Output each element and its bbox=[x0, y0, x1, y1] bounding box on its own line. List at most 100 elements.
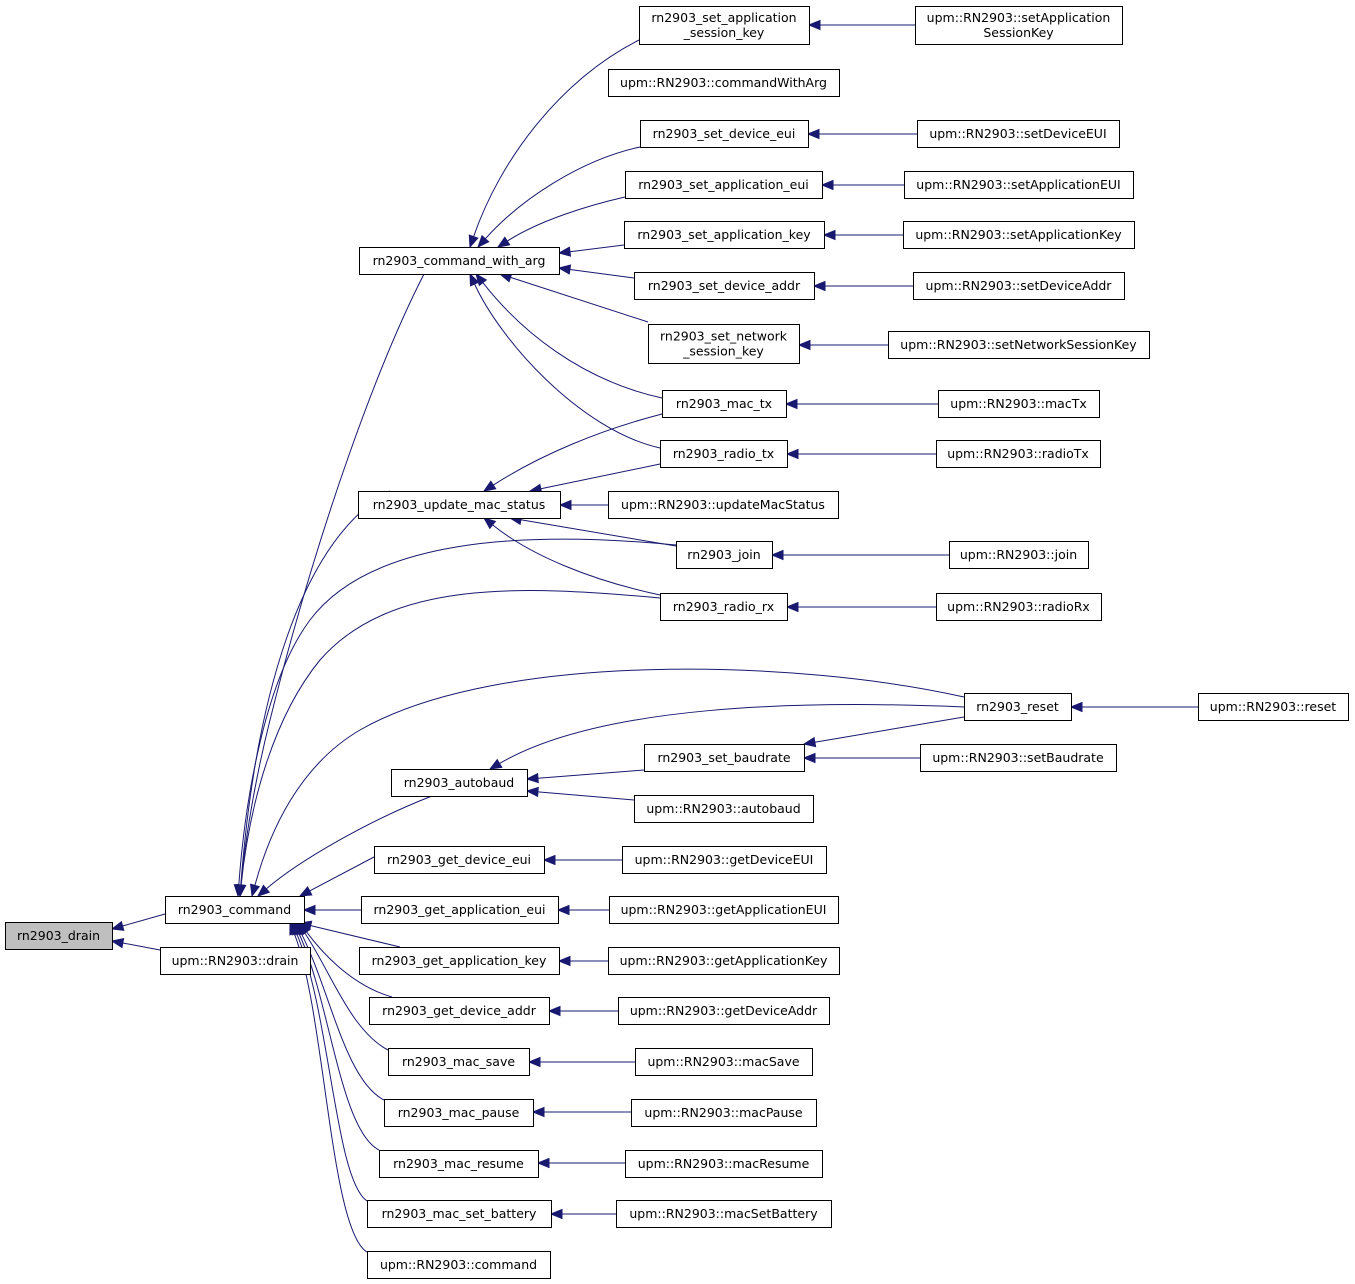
node-upm-set-application-eui[interactable]: upm::RN2903::setApplicationEUI bbox=[904, 171, 1134, 199]
node-label: upm::RN2903::getDeviceEUI bbox=[635, 852, 814, 867]
node-get-device-eui[interactable]: rn2903_get_device_eui bbox=[374, 846, 545, 874]
node-label: upm::RN2903::setBaudrate bbox=[932, 750, 1104, 765]
node-upm-join[interactable]: upm::RN2903::join bbox=[949, 541, 1089, 569]
call-edge-mac-tx-to-update-mac-status bbox=[482, 413, 663, 492]
node-mac-save[interactable]: rn2903_mac_save bbox=[388, 1048, 530, 1076]
node-box bbox=[904, 171, 1134, 199]
node-command[interactable]: rn2903_command bbox=[165, 896, 305, 924]
call-edge-set-app-session-key-to-cmd-with-arg bbox=[468, 39, 640, 249]
node-set-app-session-key[interactable]: rn2903_set_application_session_key bbox=[639, 6, 810, 45]
node-label: rn2903_set_application_key bbox=[637, 227, 811, 242]
node-box bbox=[1198, 693, 1349, 721]
node-upm-mac-set-battery[interactable]: upm::RN2903::macSetBattery bbox=[616, 1200, 832, 1228]
node-upm-command-with-arg[interactable]: upm::RN2903::commandWithArg bbox=[608, 69, 840, 97]
arrowhead-icon bbox=[477, 234, 490, 248]
node-label: rn2903_radio_tx bbox=[673, 446, 774, 461]
node-label: rn2903_set_device_eui bbox=[653, 126, 796, 141]
node-upm-drain[interactable]: upm::RN2903::drain bbox=[160, 947, 311, 975]
node-update-mac-status[interactable]: rn2903_update_mac_status bbox=[358, 491, 561, 519]
arrowhead-icon bbox=[110, 920, 125, 931]
call-edge-radio-tx-to-cmd-with-arg bbox=[469, 272, 661, 449]
node-upm-mac-resume[interactable]: upm::RN2903::macResume bbox=[625, 1150, 823, 1178]
node-radio-tx[interactable]: rn2903_radio_tx bbox=[660, 440, 788, 468]
node-upm-mac-pause[interactable]: upm::RN2903::macPause bbox=[631, 1099, 817, 1127]
call-edge-upm-mac-pause-to-mac-pause bbox=[531, 1106, 631, 1118]
arrowhead-icon bbox=[802, 752, 816, 764]
call-edge-get-application-eui-to-command bbox=[302, 904, 361, 916]
node-box bbox=[374, 846, 545, 874]
node-get-application-key[interactable]: rn2903_get_application_key bbox=[359, 947, 560, 975]
node-upm-reset[interactable]: upm::RN2903::reset bbox=[1198, 693, 1349, 721]
node-box bbox=[165, 896, 305, 924]
node-set-network-session-key[interactable]: rn2903_set_network_session_key bbox=[648, 324, 800, 364]
node-mac-set-battery[interactable]: rn2903_mac_set_battery bbox=[367, 1200, 552, 1228]
call-edge-upm-mac-tx-to-mac-tx bbox=[784, 398, 938, 410]
node-upm-mac-tx[interactable]: upm::RN2903::macTx bbox=[938, 390, 1100, 418]
node-label: upm::RN2903::setApplicationEUI bbox=[916, 177, 1120, 192]
node-mac-resume[interactable]: rn2903_mac_resume bbox=[379, 1150, 539, 1178]
node-upm-command[interactable]: upm::RN2903::command bbox=[367, 1251, 551, 1279]
call-edge-set-device-eui-to-cmd-with-arg bbox=[477, 146, 641, 248]
call-edge-reset-to-autobaud bbox=[488, 704, 965, 770]
node-box bbox=[949, 541, 1089, 569]
arrowhead-icon bbox=[785, 448, 799, 460]
node-upm-get-device-addr[interactable]: upm::RN2903::getDeviceAddr bbox=[618, 997, 830, 1025]
call-edge-upm-get-device-addr-to-get-device-addr bbox=[547, 1005, 618, 1017]
call-edge-set-network-session-key-to-cmd-with-arg bbox=[498, 272, 649, 323]
node-set-baudrate[interactable]: rn2903_set_baudrate bbox=[644, 744, 805, 772]
node-upm-radio-rx[interactable]: upm::RN2903::radioRx bbox=[936, 593, 1102, 621]
node-box bbox=[635, 1048, 813, 1076]
node-upm-get-device-eui[interactable]: upm::RN2903::getDeviceEUI bbox=[622, 846, 827, 874]
arrowhead-icon bbox=[289, 921, 300, 936]
node-set-application-eui[interactable]: rn2903_set_application_eui bbox=[625, 171, 823, 199]
node-label: upm::RN2903::commandWithArg bbox=[620, 75, 827, 90]
node-upm-set-application-key[interactable]: upm::RN2903::setApplicationKey bbox=[903, 221, 1135, 249]
node-upm-radio-tx[interactable]: upm::RN2903::radioTx bbox=[936, 440, 1101, 468]
arrowhead-icon bbox=[822, 229, 836, 241]
node-upm-set-device-eui[interactable]: upm::RN2903::setDeviceEUI bbox=[917, 120, 1120, 148]
node-upm-autobaud[interactable]: upm::RN2903::autobaud bbox=[634, 795, 814, 823]
call-edge-upm-set-device-eui-to-set-device-eui bbox=[806, 128, 917, 140]
node-join[interactable]: rn2903_join bbox=[676, 541, 773, 569]
node-upm-mac-save[interactable]: upm::RN2903::macSave bbox=[635, 1048, 813, 1076]
node-reset[interactable]: rn2903_reset bbox=[964, 693, 1072, 721]
call-edge-set-device-addr-to-cmd-with-arg bbox=[557, 264, 635, 279]
node-label: _session_key bbox=[683, 25, 765, 40]
node-label: upm::RN2903::autobaud bbox=[646, 801, 800, 816]
node-upm-set-baudrate[interactable]: upm::RN2903::setBaudrate bbox=[920, 744, 1117, 772]
arrowhead-icon bbox=[557, 246, 572, 257]
node-cmd-with-arg[interactable]: rn2903_command_with_arg bbox=[359, 247, 560, 275]
node-box bbox=[358, 491, 561, 519]
node-upm-get-application-key[interactable]: upm::RN2903::getApplicationKey bbox=[608, 947, 840, 975]
node-box bbox=[160, 947, 311, 975]
node-set-application-key[interactable]: rn2903_set_application_key bbox=[624, 221, 825, 249]
node-box bbox=[367, 1251, 551, 1279]
node-autobaud[interactable]: rn2903_autobaud bbox=[391, 769, 528, 797]
node-upm-update-mac-status[interactable]: upm::RN2903::updateMacStatus bbox=[608, 491, 839, 519]
node-mac-pause[interactable]: rn2903_mac_pause bbox=[384, 1099, 534, 1127]
node-label: rn2903_set_application_eui bbox=[638, 177, 809, 192]
arrowhead-icon bbox=[812, 280, 826, 292]
call-edge-set-baudrate-to-autobaud bbox=[525, 769, 645, 784]
node-radio-rx[interactable]: rn2903_radio_rx bbox=[660, 593, 788, 621]
node-box bbox=[359, 947, 560, 975]
node-box bbox=[361, 896, 559, 924]
node-set-device-addr[interactable]: rn2903_set_device_addr bbox=[634, 272, 815, 300]
node-box bbox=[5, 922, 113, 950]
edge-line bbox=[122, 942, 161, 951]
arrowhead-icon bbox=[525, 772, 539, 784]
node-box bbox=[634, 272, 815, 300]
node-mac-tx[interactable]: rn2903_mac_tx bbox=[662, 390, 787, 418]
arrowhead-icon bbox=[482, 517, 497, 530]
node-label: upm::RN2903::getApplicationKey bbox=[620, 953, 828, 968]
node-upm-set-device-addr[interactable]: upm::RN2903::setDeviceAddr bbox=[913, 272, 1125, 300]
node-get-application-eui[interactable]: rn2903_get_application_eui bbox=[361, 896, 559, 924]
node-upm-set-network-session-key[interactable]: upm::RN2903::setNetworkSessionKey bbox=[888, 331, 1150, 359]
edge-line bbox=[310, 925, 401, 948]
node-get-device-addr[interactable]: rn2903_get_device_addr bbox=[369, 997, 550, 1025]
node-box bbox=[644, 744, 805, 772]
node-set-device-eui[interactable]: rn2903_set_device_eui bbox=[640, 120, 809, 148]
node-upm-get-application-eui[interactable]: upm::RN2903::getApplicationEUI bbox=[609, 896, 839, 924]
node-box bbox=[920, 744, 1117, 772]
